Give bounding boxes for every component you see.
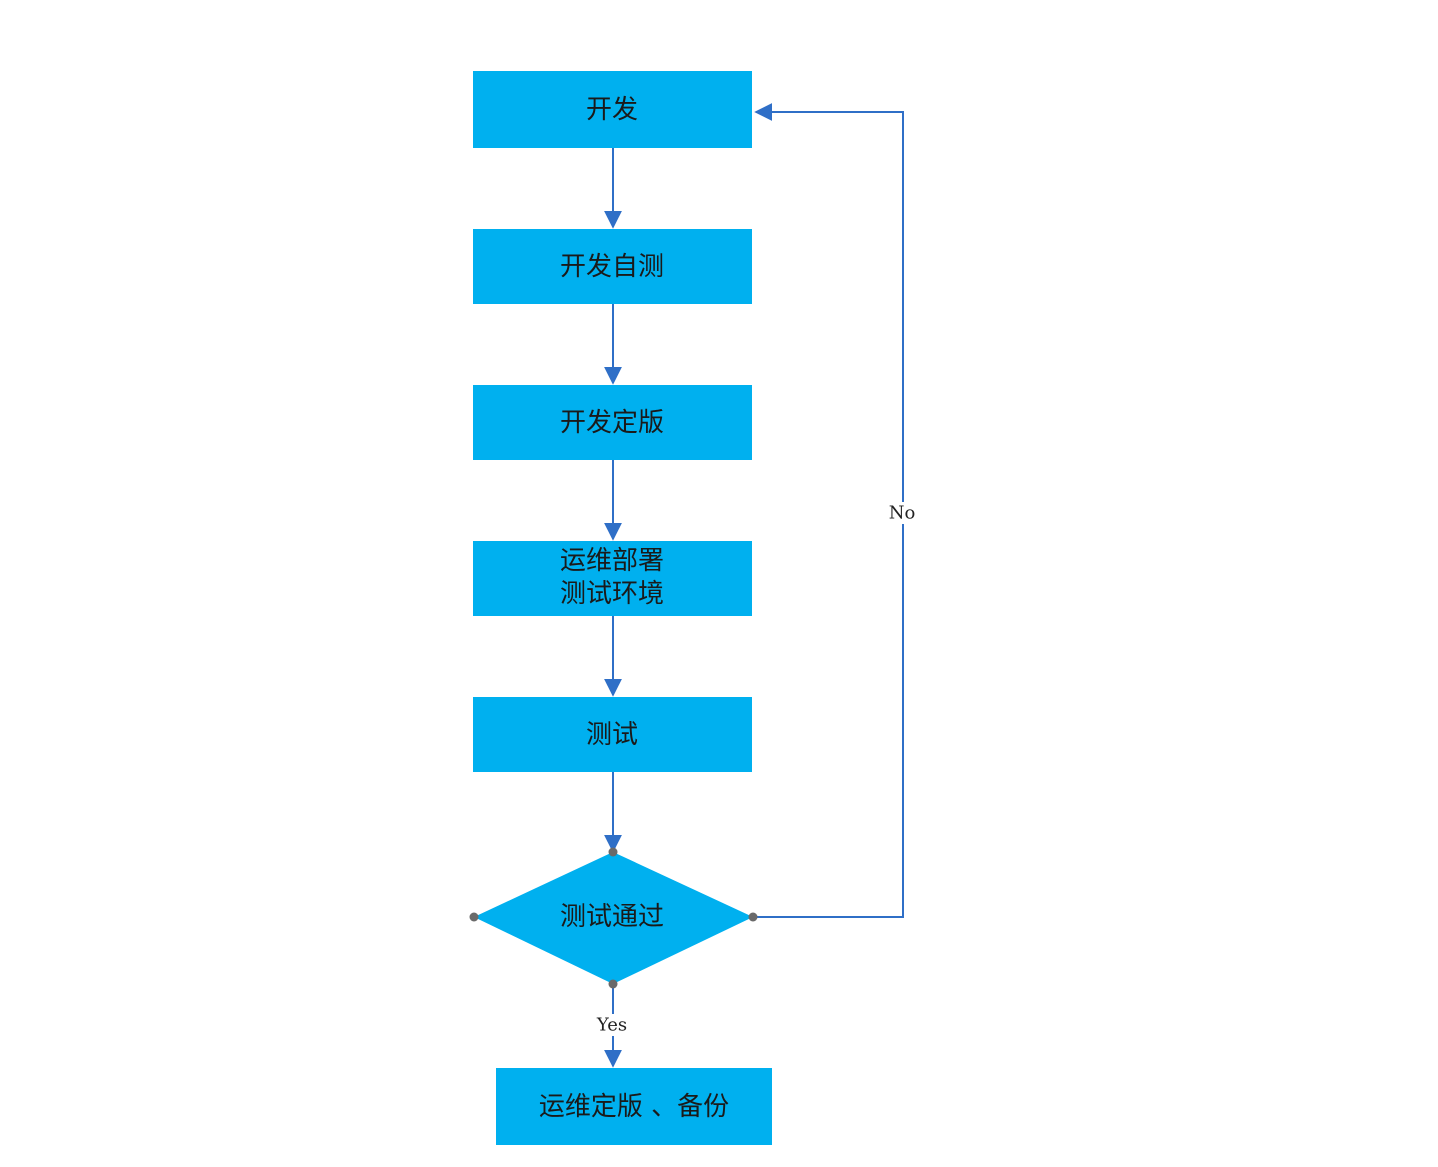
node-test-passed-decision: 测试通过 bbox=[474, 852, 753, 984]
connector-dot-right bbox=[748, 912, 758, 922]
node-self-test-label: 开发自测 bbox=[560, 252, 664, 282]
connector-dot-left bbox=[469, 912, 479, 922]
node-ops-freeze-backup: 运维定版 、备份 bbox=[496, 1068, 772, 1145]
node-test: 测试 bbox=[473, 697, 752, 772]
node-dev-freeze: 开发定版 bbox=[473, 385, 752, 460]
edge-label-yes: Yes bbox=[592, 1014, 634, 1036]
node-develop: 开发 bbox=[473, 71, 752, 148]
node-deploy-label-line-2: 测试环境 bbox=[560, 579, 664, 609]
edge-label-no: No bbox=[886, 502, 920, 524]
edge-label-yes-text: Yes bbox=[596, 1015, 627, 1036]
node-dev-freeze-label: 开发定版 bbox=[560, 408, 664, 438]
node-deploy-label-line-1: 运维部署 bbox=[560, 546, 664, 576]
node-test-passed-label: 测试通过 bbox=[560, 902, 664, 932]
node-ops-freeze-backup-label: 运维定版 、备份 bbox=[539, 1092, 729, 1122]
connector-dot-bottom bbox=[608, 979, 618, 989]
node-deploy-test-env: 运维部署 测试环境 bbox=[473, 541, 752, 616]
connector-dot-top bbox=[608, 847, 618, 857]
node-test-label: 测试 bbox=[586, 720, 638, 750]
edge-no-loop bbox=[753, 103, 904, 918]
node-self-test: 开发自测 bbox=[473, 229, 752, 304]
edge-label-no-text: No bbox=[889, 503, 916, 524]
node-develop-label: 开发 bbox=[586, 95, 638, 125]
